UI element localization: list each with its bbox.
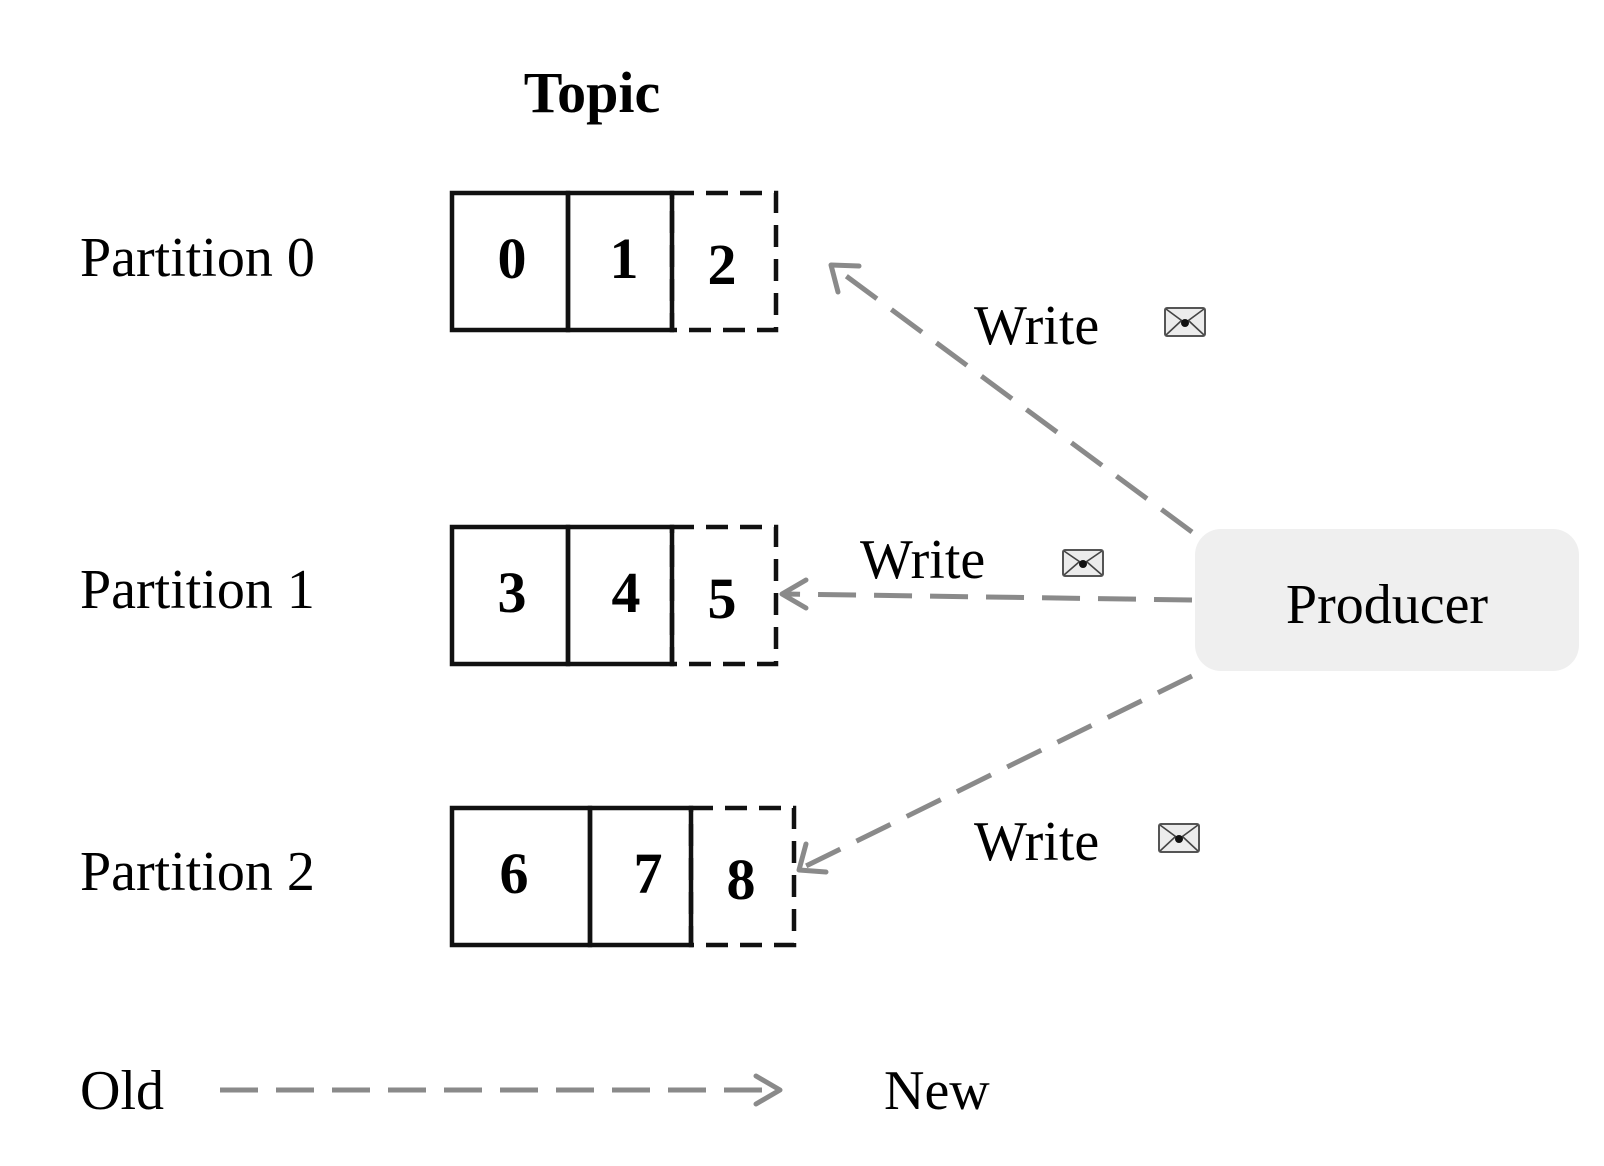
offset-number: 7 [634,841,663,906]
arrow-head-icon [753,1073,783,1107]
legend-new-label: New [884,1060,990,1122]
new-offset-number: 2 [708,232,737,297]
envelope-icon [1062,549,1104,577]
partition-0-cell-new [669,190,779,333]
partition-label-0: Partition 0 [80,227,315,289]
partition-2-cell-new [688,805,797,948]
partition-row-2: Partition 2 6 7 8 [80,805,797,948]
arrow-head-icon [828,262,862,295]
write-arrow-2: Write [796,673,1200,875]
legend: Old New [80,1060,990,1122]
write-arrow-0: Write [828,262,1206,535]
legend-old-label: Old [80,1060,164,1122]
offset-number: 0 [498,226,527,291]
write-arrow-line [785,591,1193,603]
topic-title: Topic [524,60,660,125]
write-label: Write [974,811,1099,873]
envelope-icon [1158,823,1200,853]
arrow-head-icon [779,577,809,611]
write-label: Write [974,295,1099,357]
offset-number: 4 [612,560,641,625]
partition-1-cell-new [669,524,779,667]
producer-box [1195,529,1579,671]
partition-row-0: Partition 0 0 1 2 [80,190,779,333]
arrow-head-icon [796,841,829,875]
write-arrow-1: Write [779,529,1193,611]
partition-row-1: Partition 1 3 4 5 [80,524,779,667]
offset-number: 1 [610,226,639,291]
new-offset-number: 5 [708,566,737,631]
new-offset-number: 8 [727,847,756,912]
write-arrow-line [836,267,1194,535]
offset-number: 3 [498,560,527,625]
partition-label-1: Partition 1 [80,559,315,621]
producer-node: Producer [1195,529,1579,671]
envelope-icon [1164,307,1206,337]
write-arrow-line [804,673,1194,869]
offset-number: 6 [500,841,529,906]
producer-label: Producer [1286,574,1489,636]
partition-label-2: Partition 2 [80,841,315,903]
write-label: Write [860,529,985,591]
